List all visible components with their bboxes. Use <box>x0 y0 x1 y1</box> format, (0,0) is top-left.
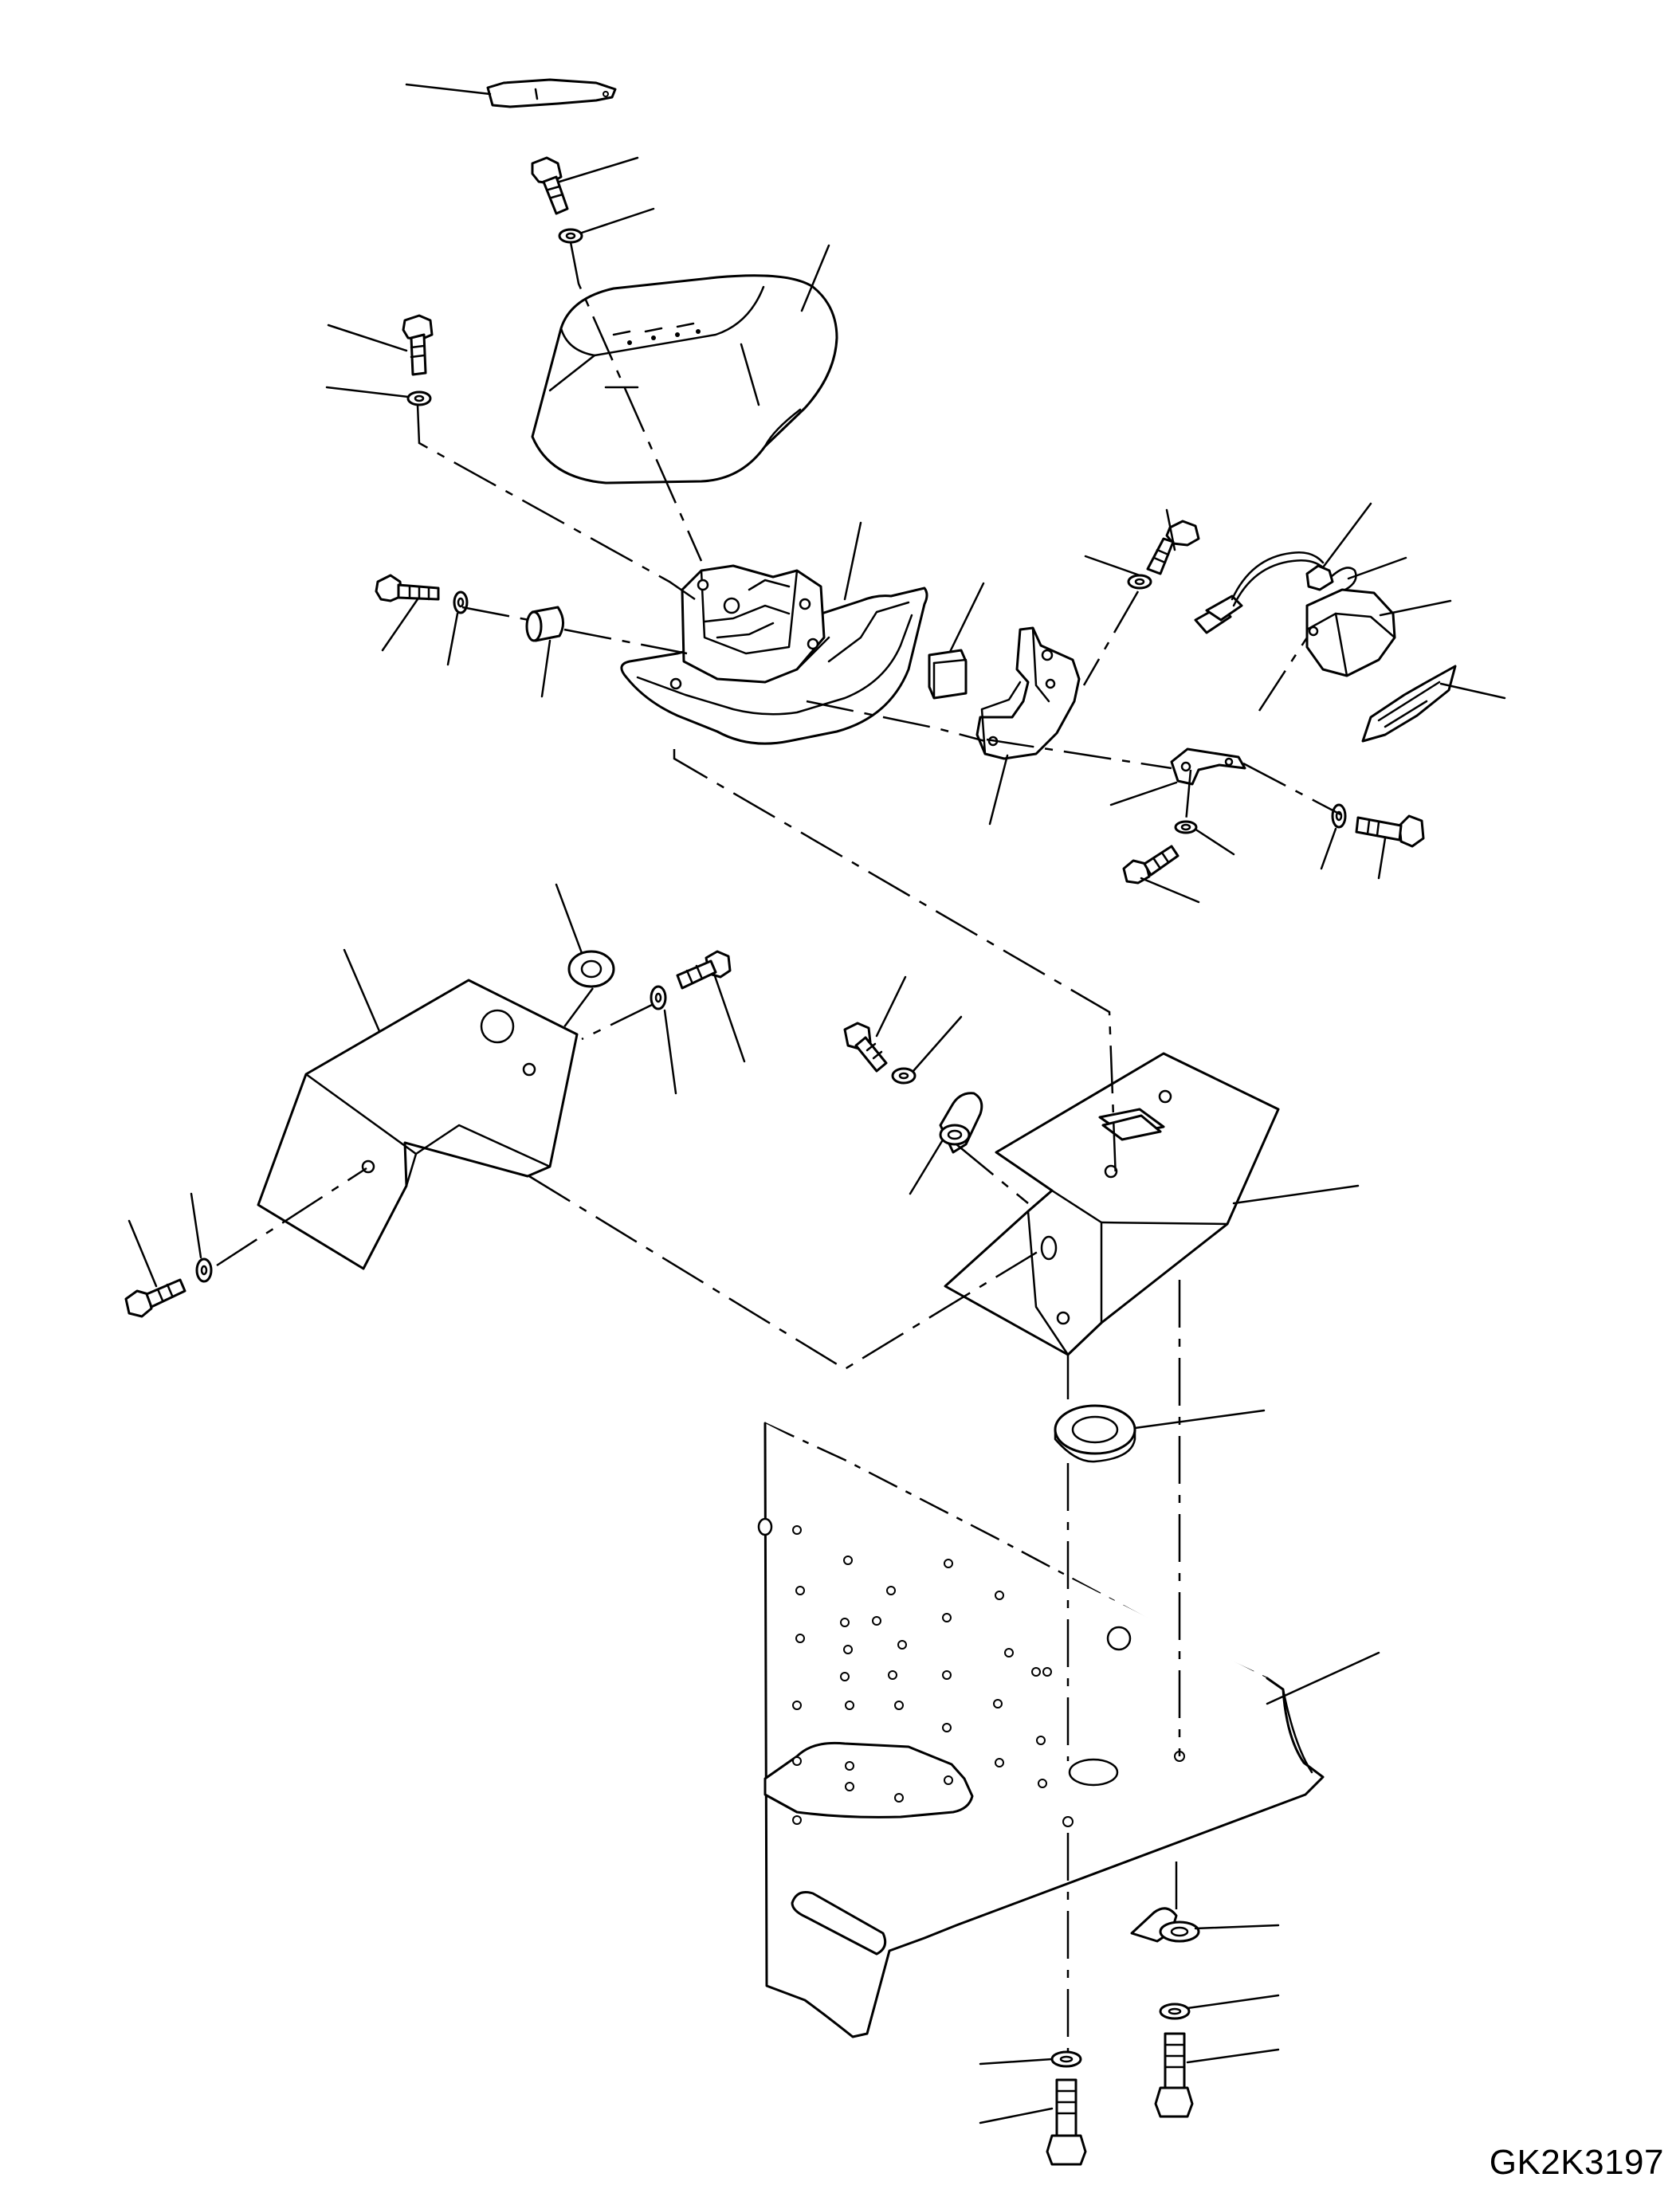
plate-bolt <box>1146 508 1200 575</box>
floor-plate <box>757 1422 1325 2038</box>
cover-washer <box>558 207 655 244</box>
floor-plate-holes <box>792 1525 1380 1827</box>
leader-line <box>327 324 408 352</box>
leader-line <box>1186 2048 1280 2064</box>
leader-line <box>1133 1409 1266 1430</box>
switch-unit <box>1305 556 1452 677</box>
leader-line <box>1232 1184 1360 1205</box>
leader-line <box>1140 877 1200 904</box>
leader-line <box>558 156 639 183</box>
leader-line <box>343 948 381 1033</box>
wiring-harness <box>1194 502 1372 634</box>
floor-bolt <box>979 2078 1087 2166</box>
left-washer <box>190 1192 213 1283</box>
leader-line <box>948 582 985 653</box>
leader-line <box>663 1009 677 1095</box>
left-bolt <box>124 1219 186 1318</box>
leader-line <box>875 975 907 1038</box>
side-washer <box>650 985 677 1095</box>
clamp-lower-washer <box>1159 1994 1280 2020</box>
leader-line <box>1320 827 1337 870</box>
drawing-id: GK2K3197 <box>1489 2143 1664 2182</box>
clamp-washer <box>891 1015 963 1085</box>
leader-line <box>909 1140 944 1195</box>
leader-line <box>1165 508 1176 551</box>
small-washer <box>1174 820 1235 856</box>
mounting-plate <box>975 626 1081 826</box>
bracket-washer <box>446 590 469 666</box>
clamp-upper <box>909 1092 983 1195</box>
assembly-centerlines <box>216 241 1341 2051</box>
top-cover <box>405 78 617 108</box>
cushion-washer <box>325 386 432 406</box>
spacer-block <box>928 582 985 700</box>
leader-line <box>1266 1651 1380 1705</box>
leader-line <box>988 754 1009 826</box>
floor-washer <box>979 2050 1082 2068</box>
leader-line <box>1347 556 1407 580</box>
clamp-bolt <box>843 975 907 1073</box>
leader-line <box>1439 682 1506 700</box>
plate-washer <box>1084 555 1152 590</box>
side-bracket <box>257 948 579 1270</box>
leader-line <box>979 2058 1054 2066</box>
side-bolt <box>676 950 746 1063</box>
leader-line <box>912 1015 963 1073</box>
leader-line <box>381 598 419 652</box>
leader-line <box>1109 781 1178 806</box>
leader-line <box>446 612 459 666</box>
leader-line <box>555 883 583 955</box>
cushion-bolt <box>327 314 434 376</box>
armrest-cushion <box>531 244 838 485</box>
leader-line <box>1186 1994 1280 2010</box>
leader-line <box>800 244 830 312</box>
leader-line <box>1195 829 1235 856</box>
leader-line <box>843 521 862 601</box>
leader-line <box>712 972 746 1063</box>
leader-line <box>1194 1924 1280 1930</box>
leader-line <box>405 83 492 96</box>
leader-line <box>1377 837 1387 880</box>
leader-line <box>1084 555 1141 577</box>
leader-line <box>1321 502 1372 569</box>
small-bracket <box>1109 747 1246 806</box>
switch-cover <box>1361 665 1506 743</box>
plate-washer-right <box>1320 803 1347 870</box>
grommet-lower <box>1054 1404 1266 1463</box>
leader-line <box>325 386 410 398</box>
bracket-bolt <box>375 574 440 652</box>
leader-line <box>128 1219 158 1288</box>
bushing <box>525 606 564 698</box>
plate-bolt-right <box>1355 814 1425 880</box>
cover-bolt <box>531 156 639 215</box>
leader-line <box>1379 599 1452 617</box>
clamp-lower-bolt <box>1154 2032 1280 2118</box>
leader-line <box>979 2107 1054 2124</box>
leader-line <box>190 1192 202 1259</box>
leader-line <box>580 207 655 234</box>
armrest-bracket <box>620 521 928 745</box>
grommet-upper <box>555 883 615 988</box>
console-bracket <box>944 1052 1360 1356</box>
clamp-lower <box>1130 1907 1280 1943</box>
leader-line <box>540 639 551 698</box>
small-bolt <box>1122 845 1200 904</box>
